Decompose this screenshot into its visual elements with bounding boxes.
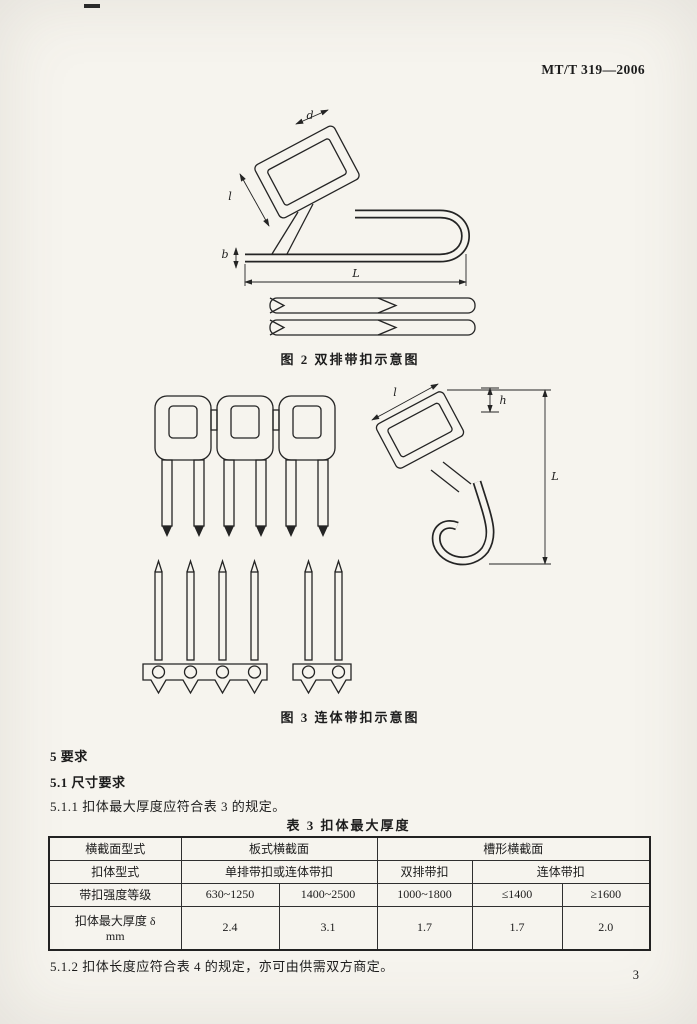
dim-label-d: d — [306, 109, 313, 122]
table-3: 横截面型式 板式横截面 槽形横截面 扣体型式 单排带扣或连体带扣 双排带扣 连体… — [48, 836, 652, 951]
col-header: 连体带扣 — [471, 859, 651, 884]
table-row: 横截面型式 板式横截面 槽形横截面 — [48, 836, 651, 861]
row-header-label: 扣体最大厚度 δ — [74, 913, 156, 928]
figure-3-drawing: h l L — [142, 383, 559, 695]
dim-line-l — [239, 173, 270, 227]
col-header: 板式横截面 — [180, 836, 378, 861]
table-3-title: 表 3 扣体最大厚度 — [286, 818, 411, 833]
dim-label-L: L — [351, 267, 359, 280]
table-cell: 2.4 — [180, 905, 280, 951]
fastener-oblique-view — [375, 391, 495, 566]
row-header: 横截面型式 — [48, 836, 182, 861]
dim-line-l — [371, 383, 439, 421]
dim-label-l: l — [228, 190, 232, 203]
col-header: 槽形横截面 — [376, 836, 651, 861]
standard-number-header: MT/T 319—2006 — [541, 62, 645, 77]
page-number: 3 — [632, 968, 639, 982]
figure-3: h l L — [95, 382, 605, 726]
buckle-loop-oblique-view — [254, 125, 360, 219]
dim-label-b: b — [221, 248, 228, 261]
dim-label-L: L — [550, 470, 558, 483]
clause-5-1-2-text: 5.1.2 扣体长度应符合表 4 的规定，亦可由供需双方商定。 — [50, 959, 394, 974]
table-cell: 630~1250 — [180, 882, 280, 907]
buckle-strap-edge — [286, 203, 314, 255]
table-cell: ≥1600 — [561, 882, 651, 907]
prong-front-view-single — [292, 558, 352, 695]
scan-artifact — [84, 4, 100, 8]
figure-2: d l b L — [170, 108, 530, 368]
table-cell: 1000~1800 — [376, 882, 473, 907]
col-header: 双排带扣 — [376, 859, 473, 884]
table-cell: 1.7 — [376, 905, 473, 951]
table-row: 扣体最大厚度 δ mm 2.4 3.1 1.7 1.7 2.0 — [48, 905, 651, 951]
figure-3-caption: 图 3 连体带扣示意图 — [280, 710, 420, 725]
table-cell: 3.1 — [278, 905, 378, 951]
row-header: 扣体型式 — [48, 859, 182, 884]
col-header: 单排带扣或连体带扣 — [180, 859, 378, 884]
fastener-top-view — [269, 297, 476, 336]
buckle-strap-edge — [271, 211, 299, 255]
row-header-unit: mm — [105, 928, 125, 943]
table-row: 扣体型式 单排带扣或连体带扣 双排带扣 连体带扣 — [48, 859, 651, 884]
connected-fastener-front-view — [154, 395, 336, 537]
table-cell: ≤1400 — [471, 882, 563, 907]
dim-label-l: l — [393, 386, 397, 399]
dim-label-h: h — [499, 394, 506, 407]
clause-5-1-1-text: 5.1.1 扣体最大厚度应符合表 3 的规定。 — [50, 799, 286, 814]
row-header: 扣体最大厚度 δ mm — [48, 905, 182, 951]
clause-5-heading: 5 要求 — [50, 749, 88, 764]
table-cell: 2.0 — [561, 905, 651, 951]
prong-front-view — [142, 558, 268, 695]
clause-5-1-heading: 5.1 尺寸要求 — [50, 775, 126, 790]
table-cell: 1.7 — [471, 905, 563, 951]
row-header: 带扣强度等级 — [48, 882, 182, 907]
table-cell: 1400~2500 — [278, 882, 378, 907]
figure-2-caption: 图 2 双排带扣示意图 — [280, 352, 420, 367]
figure-2-drawing: d l b L — [221, 109, 476, 336]
table-row: 带扣强度等级 630~1250 1400~2500 1000~1800 ≤140… — [48, 882, 651, 907]
dim-line-d — [295, 109, 329, 125]
fastener-side-view — [245, 209, 470, 263]
